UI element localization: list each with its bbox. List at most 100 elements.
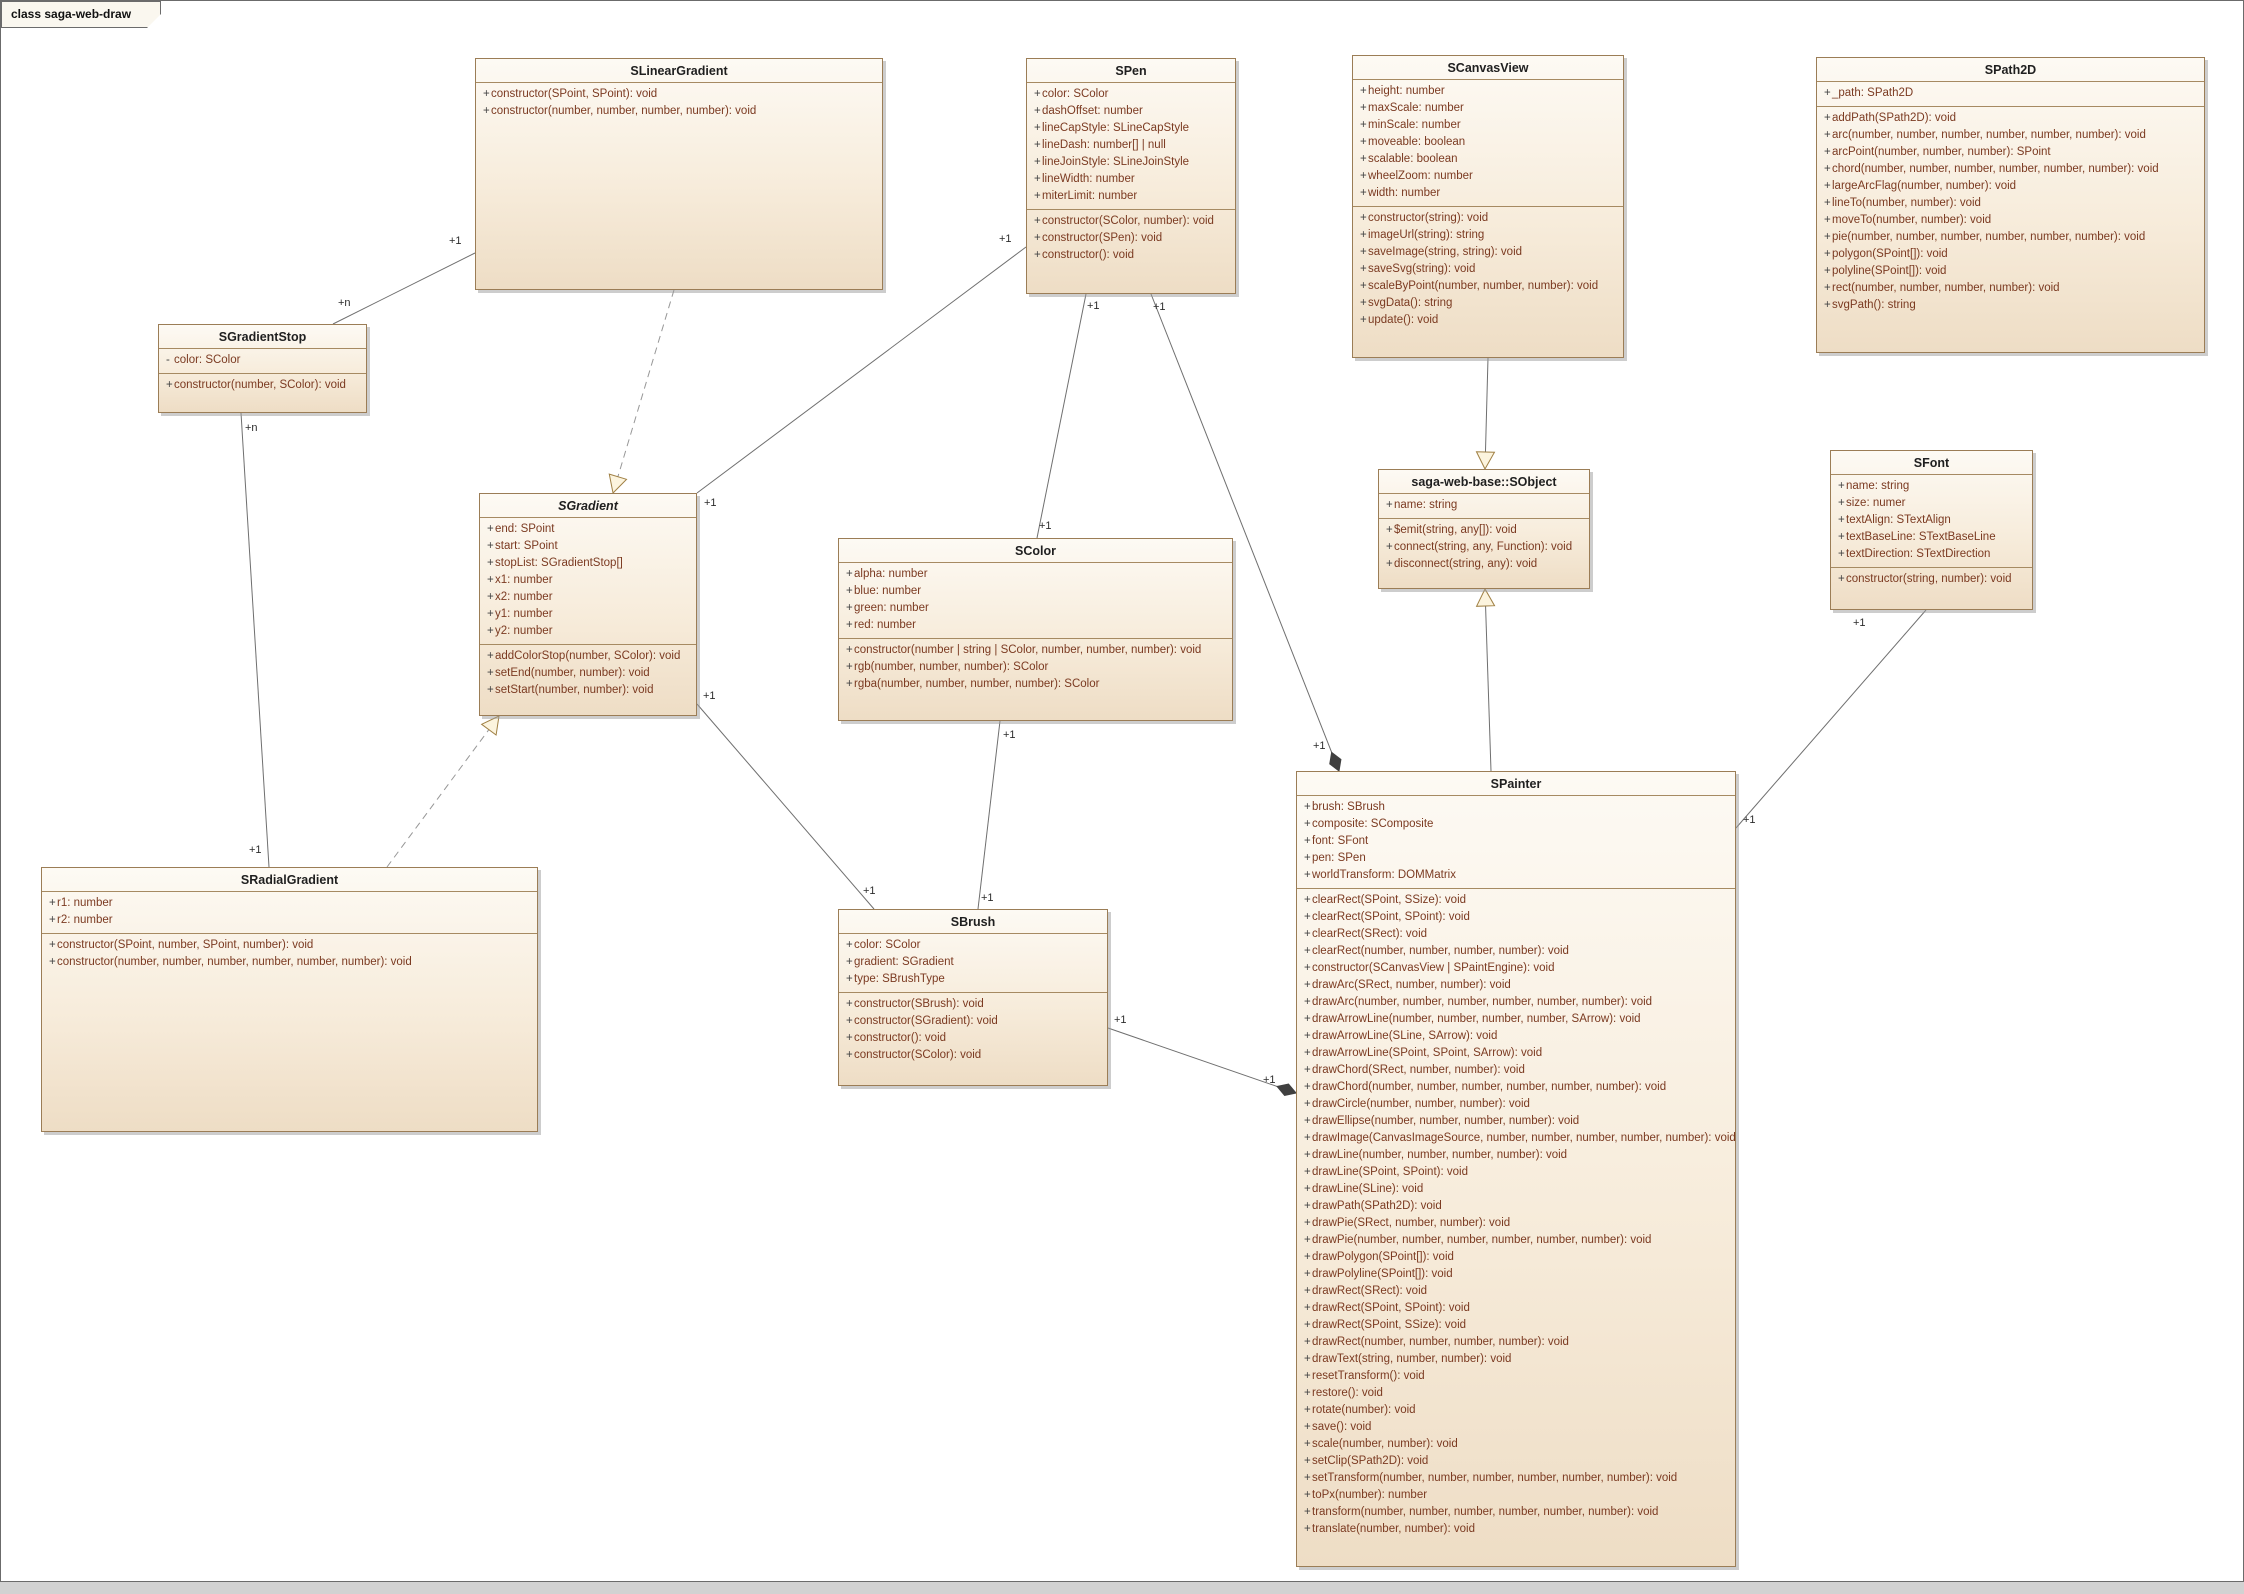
class-member: +drawPath(SPath2D): void — [1297, 1198, 1735, 1215]
member-text: lineJoinStyle: SLineJoinStyle — [1042, 156, 1190, 168]
class-member: +textAlign: STextAlign — [1831, 512, 2032, 529]
class-member: +gradient: SGradient — [839, 954, 1107, 971]
visibility-sign: + — [1360, 170, 1367, 182]
class-title: saga-web-base::SObject — [1379, 470, 1589, 494]
class-member: +svgData(): string — [1353, 295, 1623, 312]
visibility-sign: + — [1034, 105, 1041, 117]
class-member: +drawArc(number, number, number, number,… — [1297, 994, 1735, 1011]
member-text: polygon(SPoint[]): void — [1832, 248, 1948, 260]
class-box-spath2d[interactable]: SPath2D+_path: SPath2D+addPath(SPath2D):… — [1816, 57, 2205, 353]
class-member: +toPx(number): number — [1297, 1487, 1735, 1504]
connector-gradientstop-radialgradient — [240, 412, 270, 868]
member-text: drawArrowLine(SLine, SArrow): void — [1312, 1030, 1498, 1042]
class-member: +connect(string, any, Function): void — [1379, 539, 1589, 556]
class-member: +setTransform(number, number, number, nu… — [1297, 1470, 1735, 1487]
member-text: constructor(SPoint, number, SPoint, numb… — [57, 939, 314, 951]
member-text: constructor(number, number, number, numb… — [491, 105, 757, 117]
class-member: +polygon(SPoint[]): void — [1817, 246, 2204, 263]
class-member: +saveSvg(string): void — [1353, 261, 1623, 278]
class-member: +wheelZoom: number — [1353, 168, 1623, 185]
member-text: constructor(SColor, number): void — [1042, 215, 1214, 227]
member-text: textAlign: STextAlign — [1846, 514, 1951, 526]
visibility-sign: + — [1824, 180, 1831, 192]
visibility-sign: + — [1360, 102, 1367, 114]
visibility-sign: + — [1838, 514, 1845, 526]
visibility-sign: + — [846, 939, 853, 951]
member-text: resetTransform(): void — [1312, 1370, 1425, 1382]
visibility-sign: + — [1824, 146, 1831, 158]
class-member: +drawCircle(number, number, number): voi… — [1297, 1096, 1735, 1113]
member-text: brush: SBrush — [1312, 801, 1385, 813]
member-text: width: number — [1368, 187, 1441, 199]
member-text: drawChord(SRect, number, number): void — [1312, 1064, 1525, 1076]
class-box-sradialgradient[interactable]: SRadialGradient+r1: number+r2: number+co… — [41, 867, 538, 1132]
visibility-sign: + — [49, 897, 56, 909]
visibility-sign: + — [1304, 928, 1311, 940]
class-box-spainter[interactable]: SPainter+brush: SBrush+composite: SCompo… — [1296, 771, 1736, 1567]
member-text: constructor(SCanvasView | SPaintEngine):… — [1312, 962, 1555, 974]
visibility-sign: + — [1824, 197, 1831, 209]
class-methods-compartment: +clearRect(SPoint, SSize): void+clearRec… — [1297, 888, 1735, 1542]
member-text: x2: number — [495, 591, 553, 603]
class-box-saga-web-base-sobject[interactable]: saga-web-base::SObject+name: string+$emi… — [1378, 469, 1590, 589]
class-methods-compartment: +constructor(number, SColor): void — [159, 373, 366, 398]
class-member: +constructor(SCanvasView | SPaintEngine)… — [1297, 960, 1735, 977]
visibility-sign: + — [846, 973, 853, 985]
class-member: +color: SColor — [839, 937, 1107, 954]
class-member: +x1: number — [480, 572, 696, 589]
class-member: +pen: SPen — [1297, 850, 1735, 867]
class-attributes-compartment: +alpha: number+blue: number+green: numbe… — [839, 563, 1232, 638]
class-box-sbrush[interactable]: SBrush+color: SColor+gradient: SGradient… — [838, 909, 1108, 1086]
multiplicity-label: +1 — [1114, 1014, 1127, 1026]
visibility-sign: + — [1304, 1251, 1311, 1263]
member-text: arc(number, number, number, number, numb… — [1832, 129, 2146, 141]
connector-painter-font — [1735, 609, 1927, 829]
member-text: alpha: number — [854, 568, 928, 580]
visibility-sign: + — [1824, 231, 1831, 243]
class-member: +drawPolyline(SPoint[]): void — [1297, 1266, 1735, 1283]
class-methods-compartment: +constructor(SBrush): void+constructor(S… — [839, 992, 1107, 1068]
member-text: toPx(number): number — [1312, 1489, 1428, 1501]
class-member: +translate(number, number): void — [1297, 1521, 1735, 1538]
visibility-sign: + — [487, 684, 494, 696]
class-box-sfont[interactable]: SFont+name: string+size: numer+textAlign… — [1830, 450, 2033, 610]
visibility-sign: + — [1360, 153, 1367, 165]
member-text: translate(number, number): void — [1312, 1523, 1475, 1535]
visibility-sign: + — [1034, 88, 1041, 100]
visibility-sign: + — [1304, 1336, 1311, 1348]
visibility-sign: + — [1304, 1030, 1311, 1042]
visibility-sign: + — [846, 678, 853, 690]
visibility-sign: + — [846, 998, 853, 1010]
member-text: height: number — [1368, 85, 1445, 97]
multiplicity-label: +1 — [449, 235, 462, 247]
member-text: color: SColor — [854, 939, 921, 951]
class-box-spen[interactable]: SPen+color: SColor+dashOffset: number+li… — [1026, 58, 1236, 294]
member-text: polyline(SPoint[]): void — [1832, 265, 1947, 277]
class-member: +lineTo(number, number): void — [1817, 195, 2204, 212]
class-member: +constructor(number, number, number, num… — [476, 103, 882, 120]
visibility-sign: + — [1034, 156, 1041, 168]
class-member: +stopList: SGradientStop[] — [480, 555, 696, 572]
class-member: +drawPie(SRect, number, number): void — [1297, 1215, 1735, 1232]
class-attributes-compartment: +name: string — [1379, 494, 1589, 518]
class-box-scolor[interactable]: SColor+alpha: number+blue: number+green:… — [838, 538, 1233, 721]
visibility-sign: + — [49, 956, 56, 968]
member-text: lineTo(number, number): void — [1832, 197, 1981, 209]
class-member: +rect(number, number, number, number): v… — [1817, 280, 2204, 297]
member-text: _path: SPath2D — [1832, 87, 1914, 99]
visibility-sign: + — [483, 105, 490, 117]
multiplicity-label: +1 — [863, 885, 876, 897]
class-box-slineargradient[interactable]: SLinearGradient+constructor(SPoint, SPoi… — [475, 58, 883, 290]
class-member: +rotate(number): void — [1297, 1402, 1735, 1419]
visibility-sign: + — [1360, 314, 1367, 326]
member-text: blue: number — [854, 585, 922, 597]
member-text: drawPolygon(SPoint[]): void — [1312, 1251, 1454, 1263]
class-member: +drawRect(SPoint, SPoint): void — [1297, 1300, 1735, 1317]
class-member: +dashOffset: number — [1027, 103, 1235, 120]
class-box-sgradient[interactable]: SGradient+end: SPoint+start: SPoint+stop… — [479, 493, 697, 716]
class-box-scanvasview[interactable]: SCanvasView+height: number+maxScale: num… — [1352, 55, 1624, 358]
class-box-sgradientstop[interactable]: SGradientStop-color: SColor+constructor(… — [158, 324, 367, 413]
connector-pen-color — [1036, 293, 1087, 539]
class-member: +maxScale: number — [1353, 100, 1623, 117]
member-text: save(): void — [1312, 1421, 1372, 1433]
